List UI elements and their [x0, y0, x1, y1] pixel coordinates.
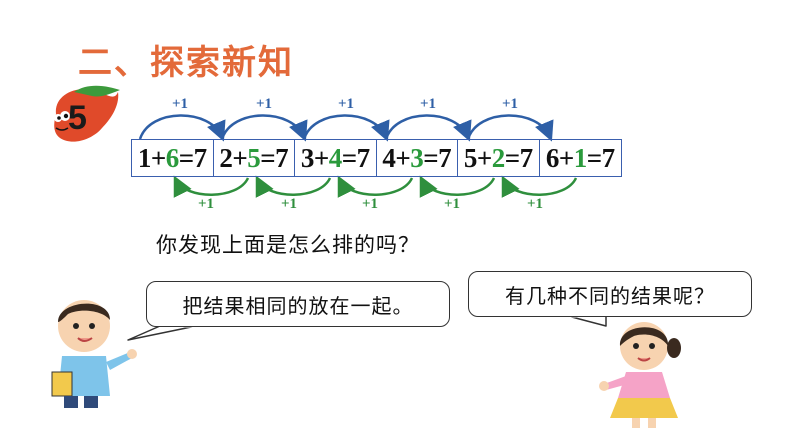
top-arrow-label: +1 — [338, 96, 355, 112]
addend-a: 1 — [137, 142, 152, 173]
plus-sign: + — [395, 142, 411, 173]
bottom-arrow-label: +1 — [444, 196, 461, 212]
bottom-arrow-4 — [419, 175, 496, 198]
result: =7 — [423, 142, 452, 173]
addend-b: 2 — [491, 142, 506, 173]
equation-cell: 2+5=7 — [214, 140, 295, 176]
top-arrow-3 — [302, 114, 390, 142]
boy-speech-text: 把结果相同的放在一起。 — [182, 293, 414, 318]
bottom-arrow-label: +1 — [198, 196, 215, 212]
top-arrow-label: +1 — [172, 96, 189, 112]
addend-a: 2 — [219, 142, 233, 173]
addend-b: 3 — [410, 142, 424, 173]
top-arrow-5 — [466, 114, 554, 142]
bottom-arrow-label: +1 — [527, 196, 544, 212]
plus-sign: + — [476, 142, 492, 173]
problem-badge-icon — [54, 85, 120, 142]
equation-cell: 5+2=7 — [458, 140, 540, 176]
equation-cell: 4+3=7 — [377, 140, 458, 176]
addend-a: 3 — [300, 142, 315, 173]
result: =7 — [341, 142, 370, 173]
bottom-arrow-1 — [173, 175, 250, 198]
top-arrow-4 — [384, 114, 472, 142]
girl-speech-bubble: 有几种不同的结果呢？ — [468, 271, 752, 317]
top-arrow-2 — [220, 114, 308, 142]
bottom-arrow-label: +1 — [281, 196, 298, 212]
addend-b: 5 — [247, 142, 261, 173]
girl-illustration-icon — [599, 322, 681, 428]
top-arrow-label: +1 — [256, 96, 273, 112]
addend-b: 1 — [573, 142, 588, 173]
result: =7 — [178, 142, 207, 173]
bottom-arrow-label: +1 — [362, 196, 379, 212]
problem-number: 5 — [68, 99, 87, 137]
result: =7 — [586, 142, 615, 173]
equation-cell: 6+1=7 — [540, 140, 622, 176]
plus-sign: + — [558, 142, 574, 173]
bottom-arrow-2 — [255, 175, 332, 198]
plus-sign: + — [150, 142, 166, 173]
top-arrow-1 — [138, 114, 226, 142]
girl-speech-text: 有几种不同的结果呢？ — [505, 283, 715, 308]
boy-speech-bubble: 把结果相同的放在一起。 — [146, 281, 450, 327]
equation-row: 1+6=7 2+5=7 3+4=7 4+3=7 5+2=7 6+1=7 — [131, 139, 622, 177]
question-text: 你发现上面是怎么排的吗？ — [156, 233, 420, 257]
result: =7 — [504, 142, 533, 173]
addend-b: 6 — [165, 142, 180, 173]
bottom-arrow-3 — [337, 175, 414, 198]
addend-a: 4 — [382, 142, 396, 173]
bottom-arrow-5 — [501, 175, 578, 198]
top-arrow-label: +1 — [420, 96, 437, 112]
top-arrow-label: +1 — [502, 96, 519, 112]
section-title: 二、探索新知 — [78, 43, 294, 83]
boy-illustration-icon — [51, 300, 137, 408]
equation-cell: 1+6=7 — [132, 140, 214, 176]
plus-sign: + — [232, 142, 248, 173]
plus-sign: + — [313, 142, 329, 173]
addend-b: 4 — [328, 142, 343, 173]
result: =7 — [260, 142, 289, 173]
addend-a: 6 — [545, 142, 560, 173]
equation-cell: 3+4=7 — [295, 140, 377, 176]
addend-a: 5 — [463, 142, 478, 173]
